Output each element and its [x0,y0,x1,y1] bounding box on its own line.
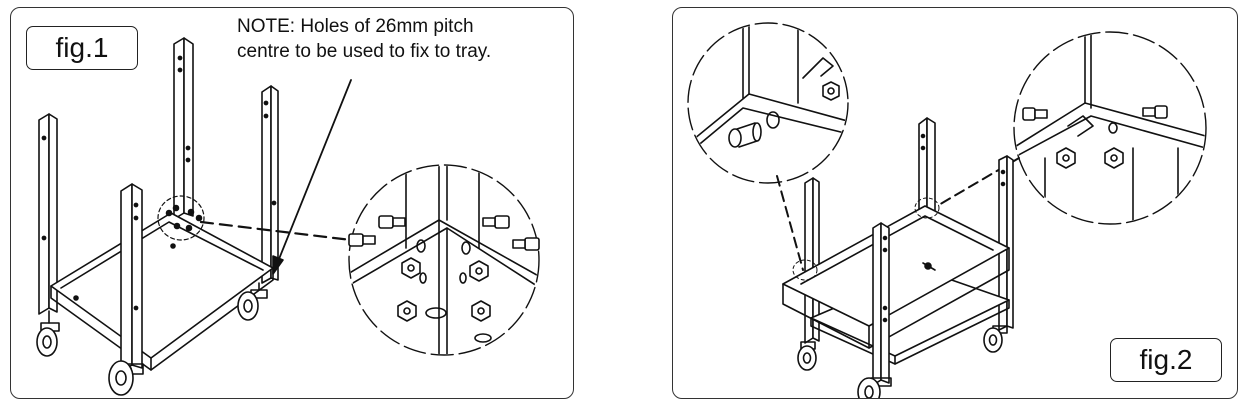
front-left-post [872,222,890,386]
corner-detail-circle [157,195,205,241]
bolt-icon [348,233,376,247]
nut-icon [1104,147,1124,169]
front-left-post [120,183,143,372]
left-magnified-detail-circle [687,22,849,184]
bolt-icon [512,237,540,251]
magnified-detail-circle [348,164,540,356]
figure-2-label: fig.2 [1110,338,1222,382]
caster-right [983,325,1008,353]
figure-2-trolley-drawing [687,22,1207,398]
right-magnified-detail-circle [1013,31,1207,225]
note-line-1: NOTE: Holes of 26mm pitch [237,16,474,37]
caster-back-left [36,310,60,357]
back-middle-post [173,37,194,220]
nut-icon [471,300,491,322]
back-right-post [998,155,1014,331]
bolt-icon [1142,105,1168,119]
bolt-icon [1022,107,1048,121]
figure-1-panel: fig.1 NOTE: Holes of 26mm pitch centre t… [10,7,574,399]
figure-1-trolley-drawing [36,37,540,396]
leader-line-dashed [199,220,353,242]
nut-icon [822,81,840,101]
note-line-2: centre to be used to fix to tray. [237,41,492,62]
caster-front [108,360,144,396]
leader-line-left [776,175,804,271]
figure-1-label: fig.1 [26,26,138,70]
bolt-icon [728,122,762,148]
note-arrow [272,79,352,275]
nut-icon [469,260,489,282]
back-left-post [38,113,58,315]
caster-front [857,377,892,398]
back-right-post [261,85,279,284]
nut-icon [397,300,417,322]
bolt-icon [482,215,510,229]
figure-2-panel: fig.2 [672,7,1238,399]
caster-left [797,341,817,371]
note-text: NOTE: Holes of 26mm pitch centre to be u… [237,14,491,64]
nut-icon [401,257,421,279]
bolt-icon [378,215,406,229]
nut-icon [1056,147,1076,169]
tray [50,212,274,371]
caster-back-right [237,282,268,321]
